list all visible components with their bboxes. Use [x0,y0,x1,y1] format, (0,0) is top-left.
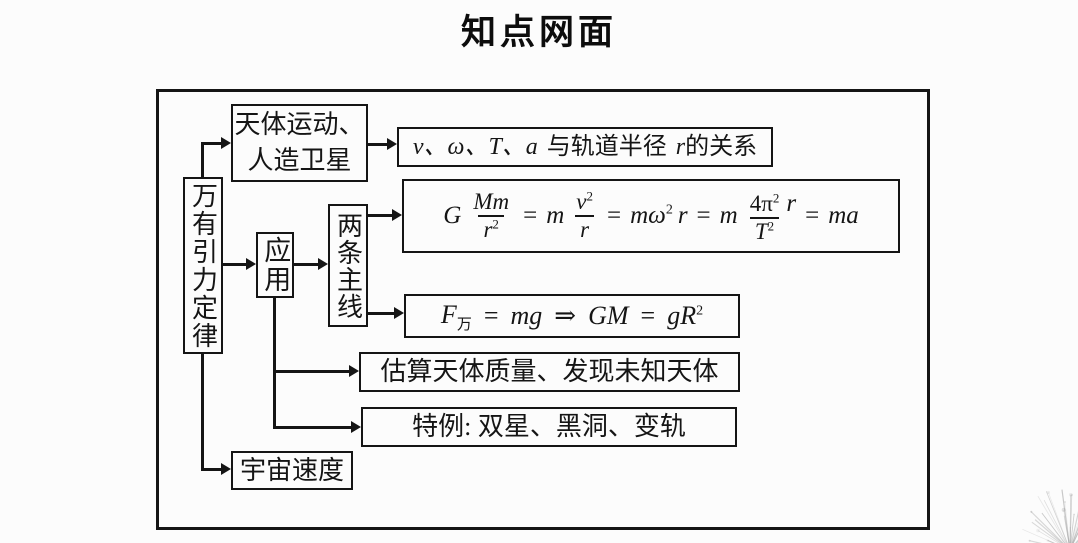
term-GM: GM [588,301,629,331]
node-cosmic-velocity: 宇宙速度 [231,451,353,490]
node-cosmic-velocity-label: 宇宙速度 [239,455,344,485]
implies-arrow: ⇒ [554,301,577,331]
equals-sign: = [523,202,538,230]
equals-sign: = [606,202,622,230]
equals-sign: = [483,301,499,331]
connector-to-estimate [273,370,353,373]
node-application: 应用 [256,232,294,298]
relation-text: 与轨道半径 [546,133,667,160]
connector-gravity-to-celestial [201,142,223,145]
page-title: 知点网面 [460,13,617,52]
frac-num: v2 [576,187,593,214]
node-celestial-line1: 天体运动、 [234,109,365,139]
node-estimate-mass-label: 估算天体质量、发现未知天体 [380,357,719,387]
arrowhead-to-mainlines [318,258,328,270]
arrowhead-to-relation [387,138,397,150]
fraction-v2-over-r: v2 r [571,187,598,244]
term-m: m [719,202,738,230]
connector-mainlines-to-orbit-formula [368,214,397,217]
term-G: G [443,202,462,230]
term-gR2: gR2 [667,301,704,331]
arrowhead-to-application [246,258,256,270]
equals-sign: = [696,202,711,230]
arrowhead-to-cosmic [221,463,231,475]
equals-sign: = [805,202,820,230]
node-celestial-motion: 天体运动、 人造卫星 [231,104,368,182]
diagram-outer-frame [156,89,930,530]
frac-num: Mm [473,188,510,214]
node-two-main-lines: 两条主线 [328,204,368,327]
connector-mainlines-to-weight-formula [368,312,397,315]
node-special-cases-label: 特例: 双星、黑洞、变轨 [412,412,686,442]
arrowhead-to-estimate [349,365,359,377]
arrowhead-to-orbit-formula [392,209,402,221]
term-F-wan: F万 [440,299,472,333]
dandelion-watermark-image [1022,489,1078,543]
frac-den: r2 [478,215,504,243]
connector-gravity-up [201,142,204,177]
connector-application-to-mainlines [294,263,321,266]
node-gravity-equals-weight-formula: F万 = mg ⇒ GM = gR2 [404,294,740,338]
node-application-label: 应用 [260,236,291,294]
connector-application-down [273,297,276,429]
relation-suffix: 的关系 [685,133,758,160]
term-ma: ma [828,202,859,230]
arrowhead-to-special [351,421,361,433]
connector-gravity-down [201,353,204,471]
connector-to-cosmic [201,468,225,471]
node-special-cases: 特例: 双星、黑洞、变轨 [361,407,737,447]
node-two-main-lines-label: 两条主线 [333,211,363,320]
node-celestial-line2: 人造卫星 [247,146,352,175]
equals-sign: = [640,301,656,331]
node-orbit-relation: v、ω、T、a 与轨道半径 r 的关系 [397,127,773,167]
fraction-Mm-over-r2: Mm r2 [468,189,514,244]
node-gravity-law-label: 万有引力定律 [188,181,218,350]
term-m: m [546,202,565,230]
relation-radius: r [675,133,686,160]
node-gravity-law: 万有引力定律 [183,177,223,354]
connector-to-special [273,426,354,429]
term-mg: mg [510,301,543,331]
arrowhead-to-weight-formula [394,307,404,319]
connector-gravity-to-application [223,263,249,266]
connector-celestial-to-relation [368,143,390,146]
arrowhead-to-celestial [221,137,231,149]
relation-variables: v、ω、T、a [412,133,538,160]
node-estimate-mass: 估算天体质量、发现未知天体 [359,352,740,392]
frac-den: r [575,215,595,243]
